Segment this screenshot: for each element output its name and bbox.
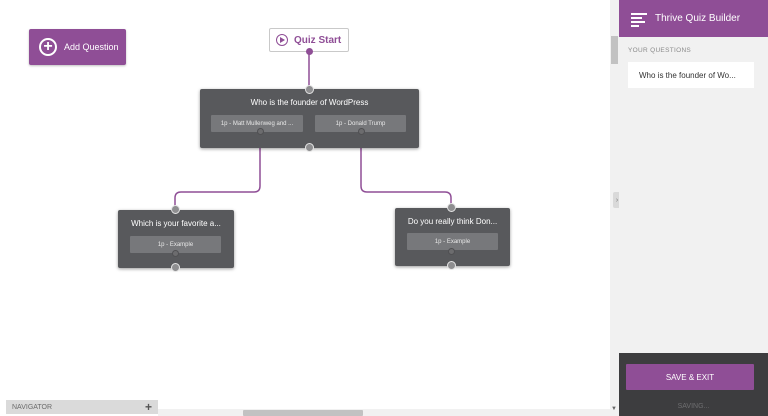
save-exit-button[interactable]: SAVE & EXIT bbox=[626, 364, 754, 390]
question-input-port[interactable] bbox=[305, 85, 314, 94]
question-output-port[interactable] bbox=[305, 143, 314, 152]
question-title: Do you really think Don... bbox=[407, 217, 498, 226]
play-icon bbox=[276, 34, 288, 46]
plus-circle-icon: + bbox=[39, 38, 57, 56]
connection-lines bbox=[174, 52, 452, 209]
answer-option[interactable]: 1p - Matt Mullenweg and ... bbox=[211, 115, 303, 132]
answer-output-port[interactable] bbox=[172, 250, 179, 257]
link-q1-a2-to-q3 bbox=[360, 130, 452, 207]
quiz-start-node[interactable]: Quiz Start bbox=[269, 28, 349, 52]
question-title: Who is the founder of WordPress bbox=[250, 98, 369, 107]
question-input-port[interactable] bbox=[171, 205, 180, 214]
question-input-port[interactable] bbox=[447, 203, 456, 212]
navigator-label: NAVIGATOR bbox=[12, 403, 53, 411]
answer-option[interactable]: 1p - Example bbox=[130, 236, 221, 253]
quiz-builder-panel: Thrive Quiz Builder YOUR QUESTIONS Who i… bbox=[619, 0, 768, 416]
your-questions-label: YOUR QUESTIONS bbox=[628, 47, 692, 54]
panel-footer: SAVE & EXIT SAVING... bbox=[619, 353, 768, 416]
link-q1-a1-to-q2 bbox=[174, 130, 261, 209]
answer-output-port[interactable] bbox=[358, 128, 365, 135]
question-output-port[interactable] bbox=[171, 263, 180, 272]
scroll-down-arrow-icon[interactable]: ▼ bbox=[611, 406, 617, 412]
answer-option[interactable]: 1p - Example bbox=[407, 233, 498, 250]
expand-plus-icon[interactable]: + bbox=[144, 400, 152, 414]
horizontal-scrollbar-thumb[interactable] bbox=[243, 410, 363, 416]
saving-status: SAVING... bbox=[677, 403, 710, 410]
question-output-port[interactable] bbox=[447, 261, 456, 270]
horizontal-scrollbar[interactable] bbox=[158, 409, 610, 416]
quiz-canvas[interactable]: + Add Question Quiz Start Who is the fou… bbox=[0, 0, 610, 416]
thrive-logo-icon bbox=[631, 12, 647, 27]
add-question-label: Add Question bbox=[64, 42, 119, 52]
answer-output-port[interactable] bbox=[257, 128, 264, 135]
question-card[interactable]: Which is your favorite a... 1p - Example bbox=[118, 210, 234, 268]
add-question-button[interactable]: + Add Question bbox=[29, 29, 126, 65]
vertical-scrollbar[interactable]: ▼ bbox=[610, 0, 619, 416]
answer-output-port[interactable] bbox=[448, 248, 455, 255]
question-list-item[interactable]: Who is the founder of Wo... bbox=[628, 62, 754, 88]
panel-title: Thrive Quiz Builder bbox=[655, 13, 741, 24]
navigator-bar[interactable]: NAVIGATOR + bbox=[6, 400, 158, 414]
vertical-scrollbar-thumb[interactable] bbox=[611, 36, 618, 64]
chevron-right-icon: › bbox=[615, 196, 619, 204]
panel-header: Thrive Quiz Builder bbox=[619, 0, 768, 37]
question-card[interactable]: Who is the founder of WordPress 1p - Mat… bbox=[200, 89, 419, 148]
quiz-start-output-port[interactable] bbox=[306, 48, 313, 55]
question-title: Which is your favorite a... bbox=[131, 219, 221, 228]
question-card[interactable]: Do you really think Don... 1p - Example bbox=[395, 208, 510, 266]
quiz-start-label: Quiz Start bbox=[294, 34, 342, 46]
answer-option[interactable]: 1p - Donald Trump bbox=[315, 115, 406, 132]
panel-collapse-handle[interactable]: › bbox=[613, 192, 621, 208]
